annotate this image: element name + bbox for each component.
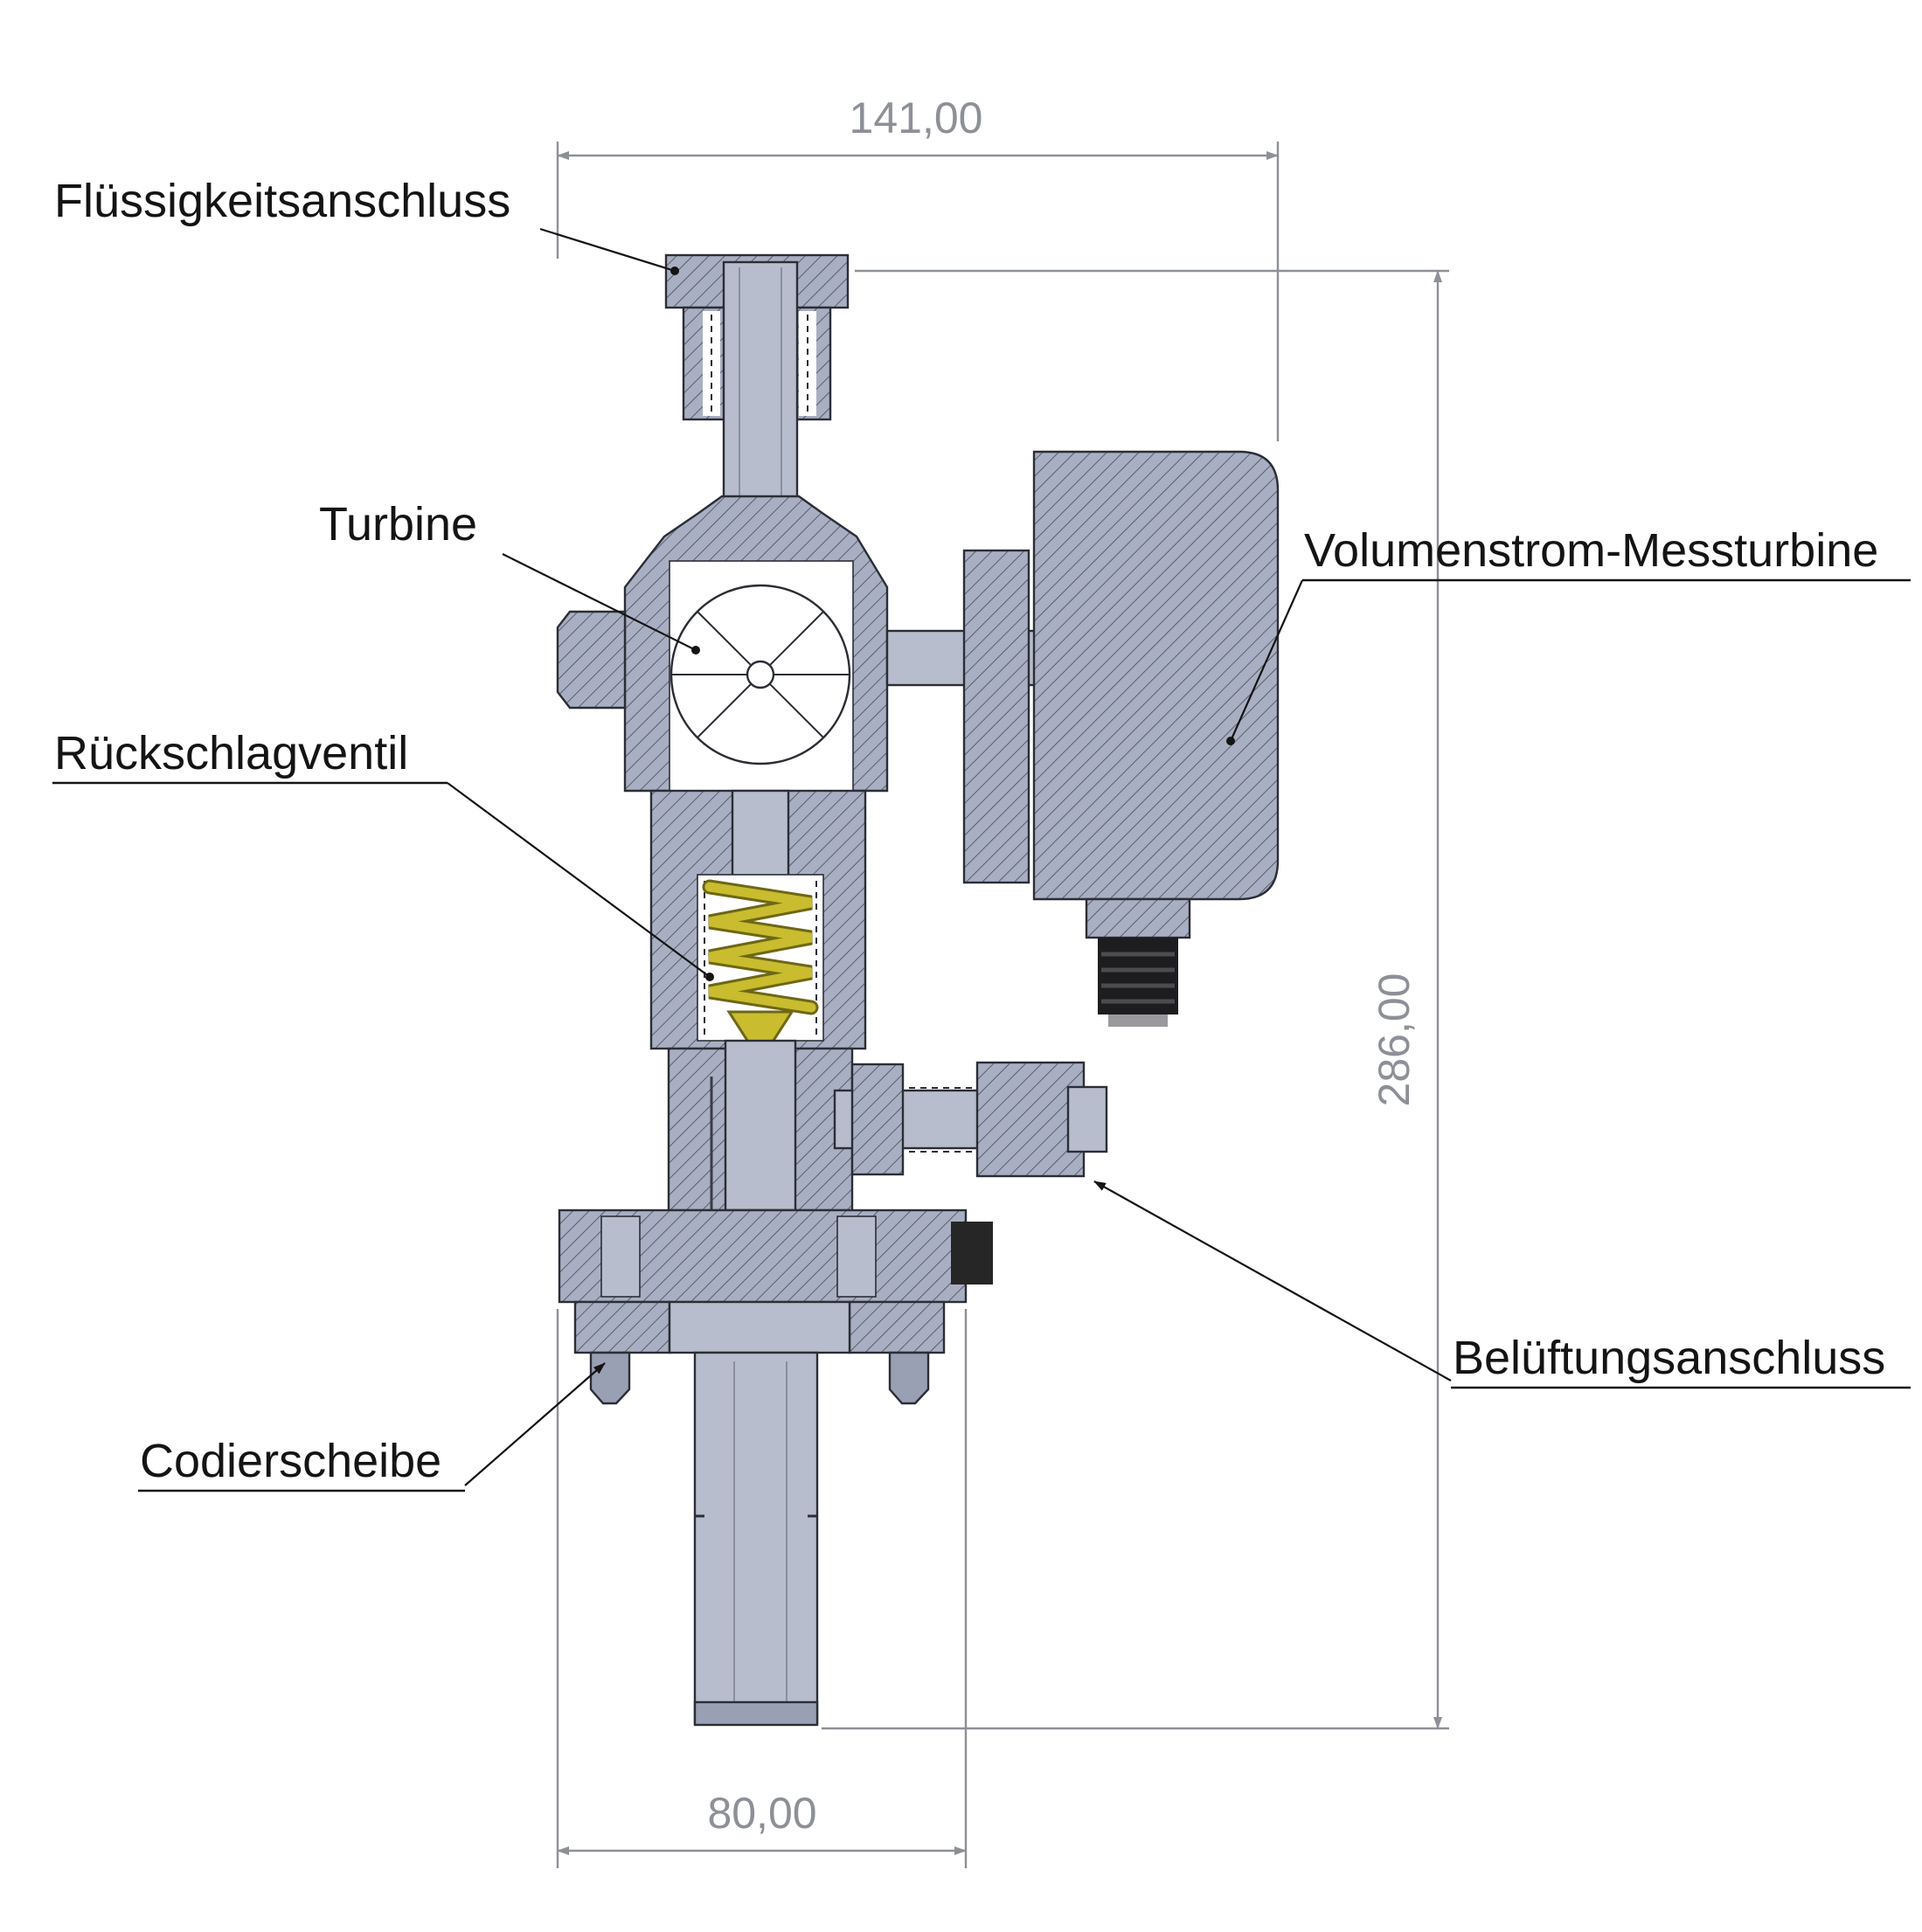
shaft-end-cap bbox=[693, 1700, 819, 1727]
leader-line bbox=[447, 782, 711, 978]
leader-line bbox=[1093, 1181, 1452, 1381]
flange-seal-detail bbox=[951, 1222, 993, 1285]
spring-coil bbox=[704, 882, 816, 1013]
left-inlet-stub bbox=[556, 610, 627, 710]
flow-sensor-block bbox=[1032, 450, 1280, 901]
coding-disc-hook-left bbox=[589, 1351, 631, 1405]
dim-value-286: 286,00 bbox=[1370, 973, 1419, 1107]
label-flow-turbine: Volumenstrom-Messturbine bbox=[1226, 524, 1911, 745]
dim-width-top: 141,00 bbox=[556, 93, 1280, 441]
label-fluid-connection: Flüssigkeitsanschluss bbox=[54, 175, 679, 275]
vent-collar bbox=[850, 1063, 905, 1176]
flow-turbine-label: Volumenstrom-Messturbine bbox=[1304, 524, 1878, 577]
mounting-flange bbox=[558, 1208, 993, 1304]
leader-line bbox=[502, 553, 697, 651]
vent-connection-label: Belüftungsanschluss bbox=[1453, 1332, 1885, 1384]
connector-tip bbox=[1108, 1014, 1168, 1027]
turbine-label: Turbine bbox=[319, 498, 477, 551]
leader-line bbox=[1229, 579, 1304, 742]
flange-bolt-left bbox=[600, 1215, 641, 1298]
coding-disc-label: Codierscheibe bbox=[140, 1435, 441, 1487]
leader-dot bbox=[670, 267, 679, 275]
vent-end-face bbox=[1066, 1085, 1108, 1153]
dim-height-right: 286,00 bbox=[822, 269, 1449, 1730]
label-vent-connection: Belüftungsanschluss bbox=[1093, 1181, 1911, 1389]
dim-width-bottom: 80,00 bbox=[556, 1309, 968, 1868]
sensor-mounting-plate bbox=[962, 549, 1030, 884]
leader-dot bbox=[705, 973, 714, 981]
fluid-connection-label: Flüssigkeitsanschluss bbox=[54, 175, 510, 227]
flange-bolt-right bbox=[836, 1215, 877, 1298]
dim-value-141: 141,00 bbox=[850, 93, 983, 142]
leader-dot bbox=[691, 646, 700, 654]
label-turbine: Turbine bbox=[319, 498, 700, 654]
flow-sensor-assembly bbox=[885, 450, 1280, 1027]
check-valve-spring bbox=[702, 879, 819, 1063]
turbine-rotor bbox=[670, 584, 851, 765]
coding-disc bbox=[573, 1300, 946, 1405]
dim-value-80: 80,00 bbox=[707, 1789, 816, 1838]
label-check-valve: Rückschlagventil bbox=[52, 727, 714, 981]
sensor-neck bbox=[1085, 897, 1191, 939]
label-coding-disc: Codierscheibe bbox=[138, 1362, 606, 1492]
vent-port-fitting bbox=[833, 1061, 1108, 1178]
outlet-shaft bbox=[693, 1351, 819, 1727]
leader-line bbox=[464, 1362, 606, 1486]
leader-dot bbox=[1226, 737, 1235, 745]
leader-line bbox=[539, 227, 676, 273]
sensor-connector bbox=[1098, 938, 1178, 1027]
check-valve-label: Rückschlagventil bbox=[54, 727, 408, 779]
valve-assembly bbox=[556, 253, 1108, 1727]
vent-nut bbox=[975, 1061, 1086, 1178]
coding-disc-hook-right bbox=[888, 1351, 930, 1405]
turbine-axle bbox=[746, 660, 775, 689]
flow-arrow bbox=[726, 1010, 794, 1063]
